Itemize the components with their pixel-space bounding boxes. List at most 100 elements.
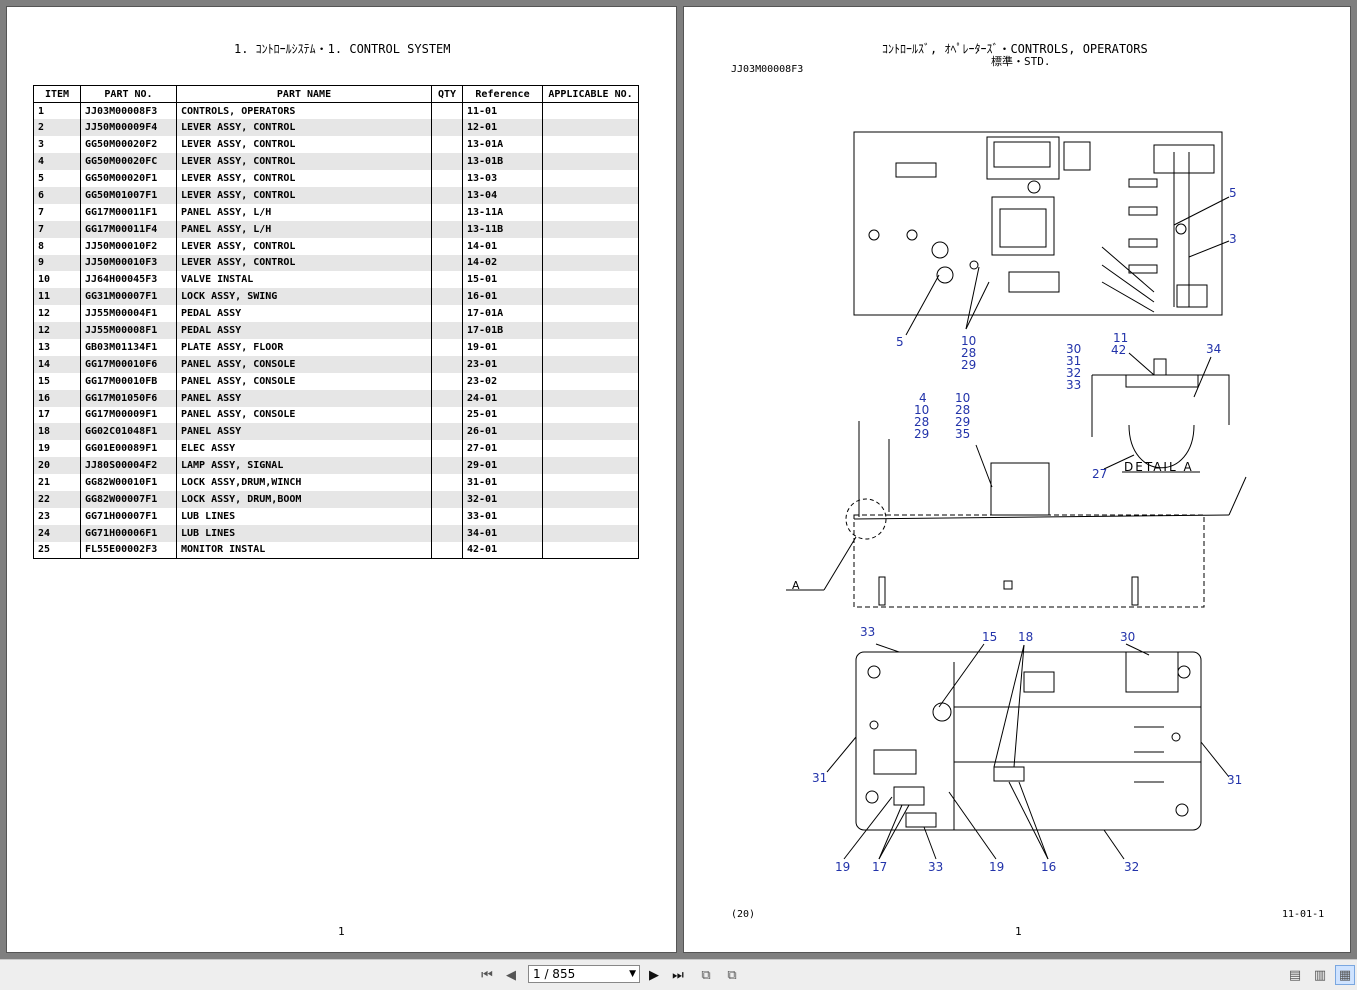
table-cell-part-no: JJ50M00010F2 [80, 237, 177, 255]
detail-a-label: DETAIL A [1124, 460, 1194, 474]
table-cell-item: 12 [33, 322, 81, 339]
table-cell-part-no: FL55E00002F3 [80, 541, 177, 560]
table-cell-applicable [542, 440, 639, 458]
table-cell-item: 25 [33, 541, 81, 560]
table-cell-item: 7 [33, 220, 81, 238]
table-cell-qty [431, 220, 463, 238]
callout-30-b: 30 [1120, 630, 1135, 644]
table-cell-applicable [542, 457, 639, 475]
table-cell-ref: 14-01 [462, 237, 543, 255]
table-cell-ref: 12-01 [462, 119, 543, 137]
table-cell-ref: 15-01 [462, 271, 543, 289]
table-cell-name: LEVER ASSY, CONTROL [176, 119, 432, 137]
table-cell-name: LEVER ASSY, CONTROL [176, 153, 432, 171]
next-page-button[interactable]: ▶ [644, 965, 664, 985]
left-page-number: 1 [338, 925, 345, 938]
table-cell-qty [431, 203, 463, 221]
table-cell-qty [431, 136, 463, 154]
callout-33-b: 33 [860, 625, 875, 639]
col-item: ITEM [33, 85, 81, 103]
facing-pages-button[interactable]: ▦ [1335, 965, 1355, 985]
table-cell-ref: 34-01 [462, 524, 543, 542]
table-cell-item: 21 [33, 474, 81, 491]
table-cell-ref: 13-11A [462, 203, 543, 221]
callout-5-lower: 5 [896, 335, 904, 349]
table-cell-part-no: GG50M00020F1 [80, 170, 177, 187]
table-cell-qty [431, 524, 463, 542]
table-cell-ref: 42-01 [462, 541, 543, 560]
table-cell-part-no: JJ55M00004F1 [80, 305, 177, 323]
table-cell-name: CONTROLS, OPERATORS [176, 102, 432, 120]
table-cell-item: 24 [33, 524, 81, 542]
right-page-title: ｺﾝﾄﾛｰﾙｽﾞ, ｵﾍﾟﾚｰﾀｰｽﾞ・CONTROLS, OPERATORS [882, 42, 1148, 56]
table-cell-part-no: GG17M01050F6 [80, 389, 177, 407]
table-cell-applicable [542, 305, 639, 323]
table-cell-ref: 23-01 [462, 355, 543, 373]
table-cell-qty [431, 372, 463, 390]
table-cell-applicable [542, 288, 639, 306]
table-cell-ref: 25-01 [462, 406, 543, 424]
table-cell-applicable [542, 541, 639, 560]
table-cell-name: LOCK ASSY,DRUM,WINCH [176, 474, 432, 491]
table-cell-ref: 33-01 [462, 507, 543, 525]
table-cell-qty [431, 507, 463, 525]
callout-32-b: 32 [1124, 860, 1139, 874]
table-cell-item: 17 [33, 406, 81, 424]
table-cell-applicable [542, 153, 639, 171]
table-cell-item: 8 [33, 237, 81, 255]
table-cell-qty [431, 153, 463, 171]
section-view-frame [853, 514, 1205, 608]
table-cell-ref: 13-01B [462, 153, 543, 171]
single-page-button[interactable]: ▤ [1285, 965, 1305, 985]
first-page-button[interactable]: ⏮ [477, 965, 497, 985]
previous-view-button[interactable]: ⧉ [696, 965, 716, 985]
parts-table: ITEM PART NO. PART NAME QTY Reference AP… [33, 85, 639, 560]
table-cell-applicable [542, 507, 639, 525]
table-cell-ref: 24-01 [462, 389, 543, 407]
callout-27: 27 [1092, 467, 1107, 481]
table-cell-applicable [542, 474, 639, 491]
table-cell-item: 18 [33, 423, 81, 441]
table-cell-item: 5 [33, 170, 81, 187]
last-page-button[interactable]: ⏭ [668, 965, 688, 985]
previous-page-button[interactable]: ◀ [501, 965, 521, 985]
callout-15: 15 [982, 630, 997, 644]
table-cell-name: LAMP ASSY, SIGNAL [176, 457, 432, 475]
left-page-title: 1. ｺﾝﾄﾛｰﾙｼｽﾃﾑ・1. CONTROL SYSTEM [234, 42, 451, 56]
table-cell-applicable [542, 119, 639, 137]
page-number-input[interactable]: 1 / 855 ▼ [528, 965, 640, 983]
table-cell-qty [431, 305, 463, 323]
table-cell-applicable [542, 389, 639, 407]
table-cell-qty [431, 338, 463, 356]
single-page-icon: ▤ [1288, 967, 1302, 983]
page-indicator: 1 / 855 [533, 967, 576, 981]
table-cell-part-no: GG17M00010F6 [80, 355, 177, 373]
col-part-no: PART NO. [80, 85, 177, 103]
continuous-page-button[interactable]: ▥ [1310, 965, 1330, 985]
table-cell-item: 13 [33, 338, 81, 356]
table-cell-qty [431, 355, 463, 373]
table-cell-ref: 17-01A [462, 305, 543, 323]
next-view-button[interactable]: ⧉ [722, 965, 742, 985]
table-cell-ref: 31-01 [462, 474, 543, 491]
table-cell-qty [431, 490, 463, 508]
table-cell-applicable [542, 220, 639, 238]
callout-35: 35 [955, 427, 970, 441]
table-cell-qty [431, 271, 463, 289]
table-cell-part-no: GG01E00089F1 [80, 440, 177, 458]
table-cell-part-no: GG17M00011F4 [80, 220, 177, 238]
table-cell-name: PANEL ASSY, L/H [176, 220, 432, 238]
table-cell-name: LEVER ASSY, CONTROL [176, 254, 432, 272]
table-cell-name: PEDAL ASSY [176, 322, 432, 339]
col-qty: QTY [431, 85, 463, 103]
table-cell-qty [431, 322, 463, 339]
chevron-down-icon[interactable]: ▼ [629, 969, 636, 979]
callout-32: 32 [1066, 366, 1081, 380]
table-cell-item: 15 [33, 372, 81, 390]
